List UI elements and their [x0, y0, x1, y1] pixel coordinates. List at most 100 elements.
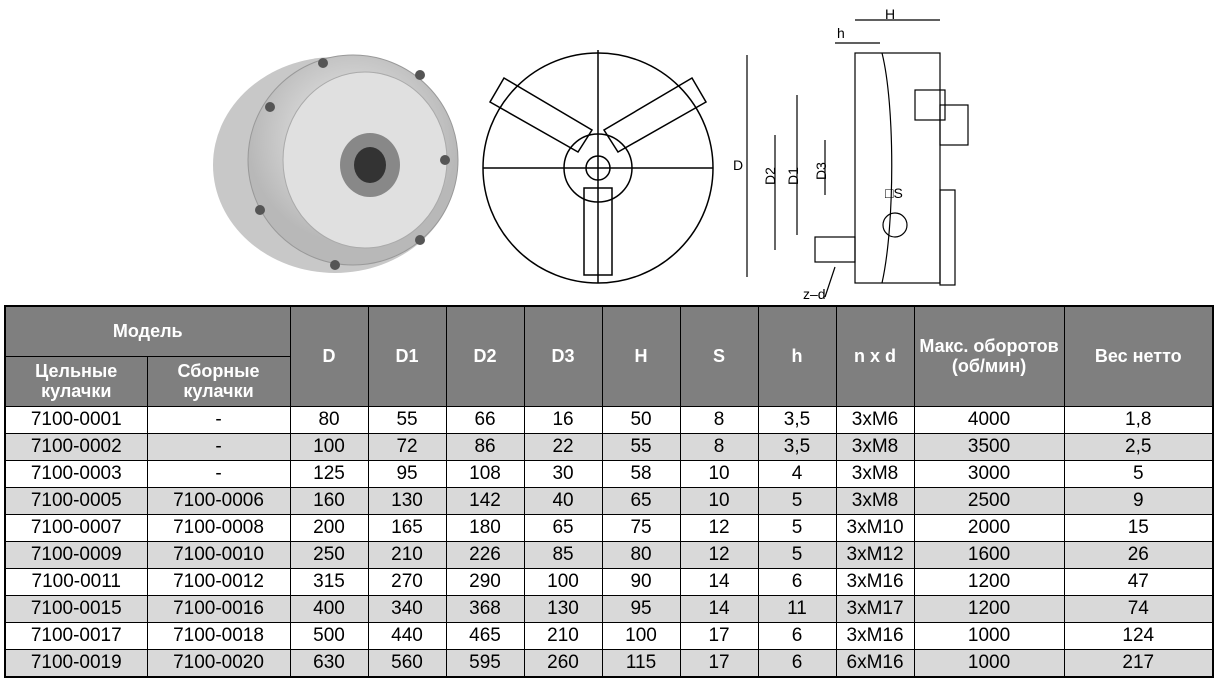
cell-assembled-model: -: [146, 459, 291, 488]
cell-d: 100: [289, 432, 369, 461]
header-nxd: n x d: [835, 305, 915, 407]
cell-h-height: 80: [601, 540, 681, 569]
label-D3: D3: [813, 162, 829, 180]
header-S: S: [679, 305, 759, 407]
chuck-photo: [213, 54, 459, 273]
header-rpm: Макс. оборотов (об/мин): [913, 305, 1065, 407]
cell-s: 12: [679, 540, 759, 569]
cell-d2: 66: [445, 405, 525, 434]
header-D2: D2: [445, 305, 525, 407]
cell-solid-model: 7100-0015: [4, 594, 148, 623]
cell-s: 8: [679, 405, 759, 434]
cell-solid-model: 7100-0003: [4, 459, 148, 488]
label-h: h: [837, 25, 845, 41]
cell-d1: 210: [367, 540, 447, 569]
cell-h-height: 100: [601, 621, 681, 650]
cell-solid-model: 7100-0017: [4, 621, 148, 650]
header-D: D: [289, 305, 369, 407]
label-H: H: [885, 6, 895, 22]
cell-d3: 210: [523, 621, 603, 650]
cell-d2: 368: [445, 594, 525, 623]
cell-h-small: 11: [757, 594, 837, 623]
cell-max-rpm: 1200: [913, 567, 1065, 596]
cell-d1: 72: [367, 432, 447, 461]
cell-d: 315: [289, 567, 369, 596]
cell-nxd: 3xM16: [835, 567, 915, 596]
cell-s: 14: [679, 594, 759, 623]
cell-assembled-model: 7100-0018: [146, 621, 291, 650]
cell-max-rpm: 1200: [913, 594, 1065, 623]
cell-assembled-model: 7100-0016: [146, 594, 291, 623]
cell-d: 400: [289, 594, 369, 623]
cell-d2: 226: [445, 540, 525, 569]
cell-max-rpm: 3000: [913, 459, 1065, 488]
header-model: Модель: [4, 305, 291, 357]
cell-net-weight: 15: [1063, 513, 1214, 542]
cell-net-weight: 217: [1063, 648, 1214, 677]
header-assembled-jaws: Сборные кулачки: [146, 355, 291, 407]
cell-assembled-model: 7100-0006: [146, 486, 291, 515]
cell-solid-model: 7100-0011: [4, 567, 148, 596]
header-solid-jaws: Цельные кулачки: [4, 355, 148, 407]
cell-d2: 108: [445, 459, 525, 488]
cell-h-small: 4: [757, 459, 837, 488]
cell-d2: 180: [445, 513, 525, 542]
cell-d3: 130: [523, 594, 603, 623]
cell-h-height: 90: [601, 567, 681, 596]
cell-net-weight: 2,5: [1063, 432, 1214, 461]
cell-d1: 560: [367, 648, 447, 677]
cell-h-small: 5: [757, 540, 837, 569]
header-H: H: [601, 305, 681, 407]
cell-solid-model: 7100-0002: [4, 432, 148, 461]
label-D1: D1: [785, 167, 801, 185]
cell-d1: 440: [367, 621, 447, 650]
cell-h-height: 115: [601, 648, 681, 677]
cell-assembled-model: 7100-0008: [146, 513, 291, 542]
header-D1: D1: [367, 305, 447, 407]
cell-h-small: 6: [757, 567, 837, 596]
cell-h-height: 75: [601, 513, 681, 542]
cell-solid-model: 7100-0007: [4, 513, 148, 542]
specs-table: Модель D D1 D2 D3 H S h n x d Макс. обор…: [4, 305, 1215, 678]
cell-h-small: 3,5: [757, 432, 837, 461]
cell-max-rpm: 2000: [913, 513, 1065, 542]
cell-d: 200: [289, 513, 369, 542]
cell-solid-model: 7100-0009: [4, 540, 148, 569]
cell-s: 12: [679, 513, 759, 542]
cell-solid-model: 7100-0005: [4, 486, 148, 515]
cell-nxd: 3xM8: [835, 432, 915, 461]
cell-d1: 340: [367, 594, 447, 623]
cell-nxd: 3xM8: [835, 459, 915, 488]
cell-d1: 130: [367, 486, 447, 515]
cell-assembled-model: 7100-0010: [146, 540, 291, 569]
cell-d3: 65: [523, 513, 603, 542]
chuck-side-view-drawing: H h D D2 D1 D3 □S z–d: [733, 6, 969, 302]
cell-d: 160: [289, 486, 369, 515]
cell-nxd: 3xM17: [835, 594, 915, 623]
cell-nxd: 3xM12: [835, 540, 915, 569]
cell-net-weight: 124: [1063, 621, 1214, 650]
cell-h-small: 3,5: [757, 405, 837, 434]
cell-d2: 595: [445, 648, 525, 677]
cell-d2: 142: [445, 486, 525, 515]
cell-nxd: 3xM8: [835, 486, 915, 515]
cell-s: 10: [679, 486, 759, 515]
cell-max-rpm: 1000: [913, 621, 1065, 650]
cell-d3: 260: [523, 648, 603, 677]
cell-d3: 16: [523, 405, 603, 434]
cell-d1: 270: [367, 567, 447, 596]
chuck-front-view-drawing: [482, 50, 714, 284]
cell-d3: 30: [523, 459, 603, 488]
label-D: D: [733, 157, 743, 173]
cell-h-height: 50: [601, 405, 681, 434]
cell-d1: 55: [367, 405, 447, 434]
cell-net-weight: 5: [1063, 459, 1214, 488]
cell-s: 8: [679, 432, 759, 461]
cell-d2: 465: [445, 621, 525, 650]
